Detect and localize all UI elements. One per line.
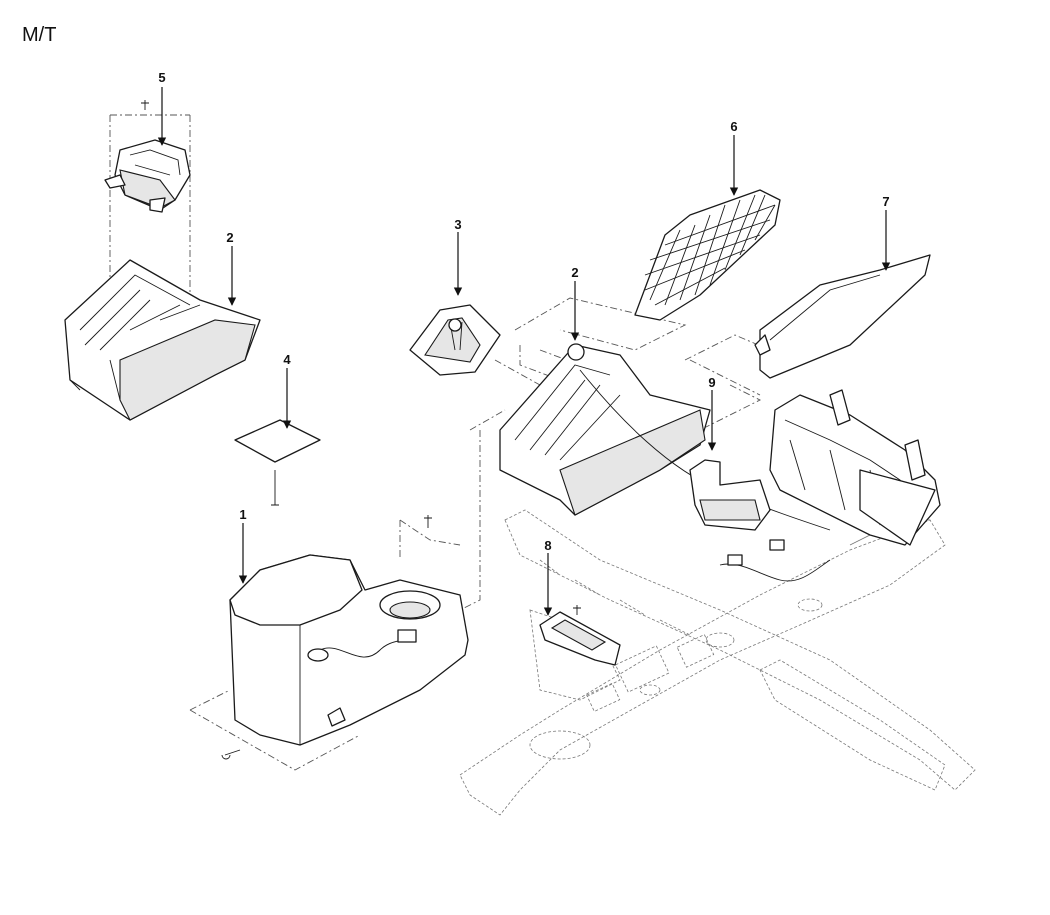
- callout-arrows: [157, 87, 891, 616]
- callout-9: 9: [708, 375, 715, 390]
- callout-1: 1: [239, 507, 246, 522]
- callout-7: 5: [158, 70, 165, 85]
- floor-pan-ghost: [459, 509, 976, 816]
- center-frame: [719, 389, 941, 582]
- part-3-trim-panel: [634, 189, 781, 321]
- callout-2-right: 2: [571, 265, 578, 280]
- callout-labels: 5 2 4 1 3 2 6 7 9 8: [158, 70, 889, 553]
- callout-6: 4: [283, 352, 291, 367]
- callout-8: 8: [544, 538, 551, 553]
- part-2-console-right: [499, 343, 831, 531]
- callout-2-left: 2: [226, 230, 233, 245]
- callout-3: 6: [730, 119, 737, 134]
- part-8-tray: [539, 605, 621, 666]
- part-9-bracket: [689, 459, 771, 531]
- diagram-title: M/T: [22, 24, 57, 46]
- part-6-pad: [234, 419, 321, 506]
- part-5-shift-boot: [409, 304, 501, 376]
- part-1-armrest-console: [221, 515, 469, 760]
- part-2-console-left: [64, 259, 261, 421]
- part-7-bracket: [104, 100, 191, 213]
- callout-5: 3: [454, 217, 461, 232]
- callout-4: 7: [882, 194, 889, 209]
- part-4-side-trim: [754, 254, 931, 379]
